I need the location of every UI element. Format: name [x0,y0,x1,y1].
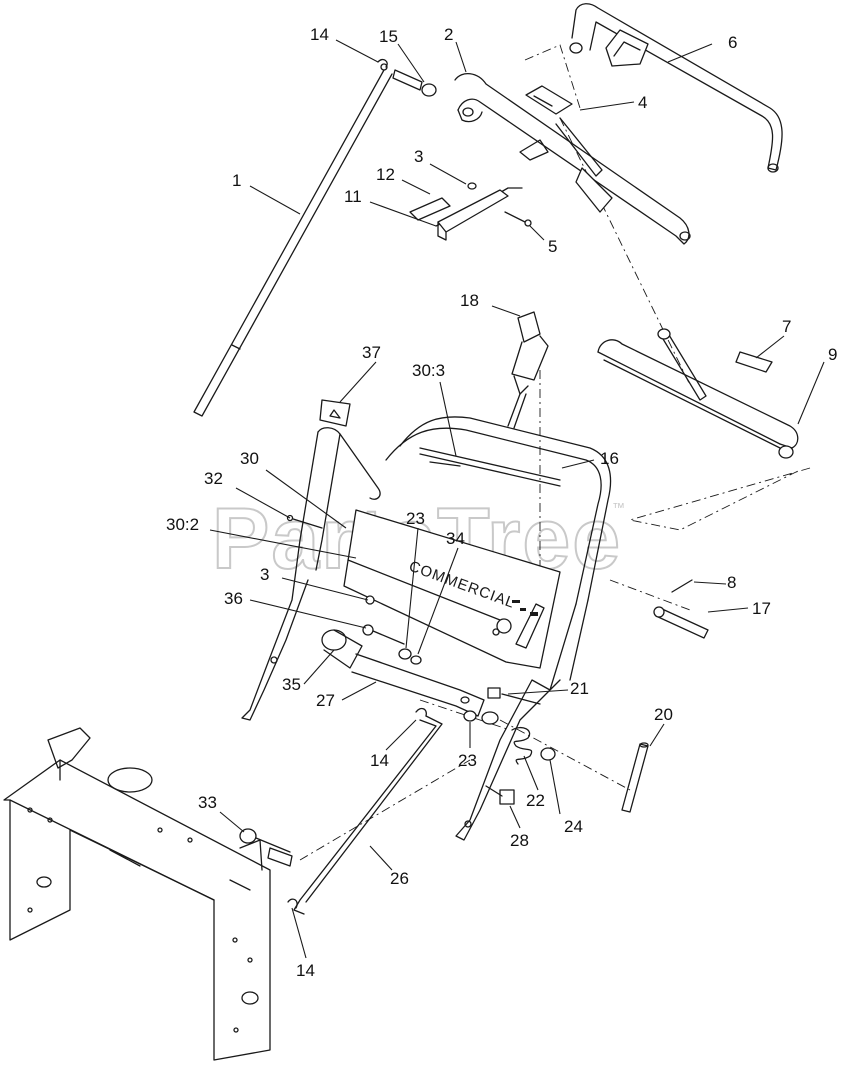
callout-labels: 14 15 2 6 4 3 12 1 11 5 18 7 9 37 30:3 1… [166,25,837,980]
part-chassis-frame [3,727,271,1061]
callout-3-mid: 3 [260,565,269,584]
callout-12: 12 [376,165,395,184]
callout-14-bottom: 14 [296,961,315,980]
part-control-lever-18 [507,311,549,429]
part-bracket-11 [409,139,549,241]
callout-30-2: 30:2 [166,515,199,534]
callout-22: 22 [526,791,545,810]
callout-11: 11 [344,187,362,206]
callout-5: 5 [548,237,557,256]
callout-20: 20 [654,705,673,724]
part-pin-bushing-top [377,58,437,97]
callout-18: 18 [460,291,479,310]
callout-6: 6 [728,33,737,52]
watermark-trademark: ™ [612,500,625,515]
part-link-rod-26 [287,707,443,915]
callout-28: 28 [510,831,529,850]
callout-2: 2 [444,25,453,44]
callout-35: 35 [282,675,301,694]
callout-36: 36 [224,589,243,608]
callout-37: 37 [362,343,381,362]
part-cross-pin-17 [653,579,709,639]
callout-4: 4 [638,93,647,112]
callout-24: 24 [564,817,583,836]
alignment-lines [299,44,811,861]
callout-23-bottom: 23 [458,751,477,770]
part-lower-handle-16 [241,416,612,841]
part-bushing-33 [239,828,293,867]
callout-7: 7 [782,317,791,336]
part-decal-37 [319,399,351,427]
callout-15: 15 [379,27,398,46]
part-pivot-assembly [321,595,485,717]
callout-16: 16 [600,449,619,468]
callout-34: 34 [446,529,465,548]
part-spring-assembly [463,687,556,805]
callout-9: 9 [828,345,837,364]
callout-26: 26 [390,869,409,888]
part-fasteners-3-5 [467,182,532,227]
callout-23-top: 23 [406,509,425,528]
part-bail-9 [597,328,799,459]
callout-14-mid: 14 [370,751,389,770]
callout-30: 30 [240,449,259,468]
part-grab-handle-6 [569,3,783,173]
part-rod-20 [621,742,649,813]
callout-14-top: 14 [310,25,329,44]
callout-32: 32 [204,469,223,488]
callout-21: 21 [570,679,589,698]
leader-lines [209,39,825,959]
callout-17: 17 [752,599,771,618]
callout-8: 8 [727,573,736,592]
part-upper-handle-2 [454,73,691,245]
callout-1: 1 [232,171,241,190]
part-panel-30-2: COMMERCIAL [343,509,561,669]
callout-30-3: 30:3 [412,361,445,380]
part-rod-1 [193,63,393,417]
callout-27: 27 [316,691,335,710]
part-decal-4 [525,85,573,115]
callout-33: 33 [198,793,217,812]
callout-3-top: 3 [414,147,423,166]
part-decal-7 [735,351,773,373]
